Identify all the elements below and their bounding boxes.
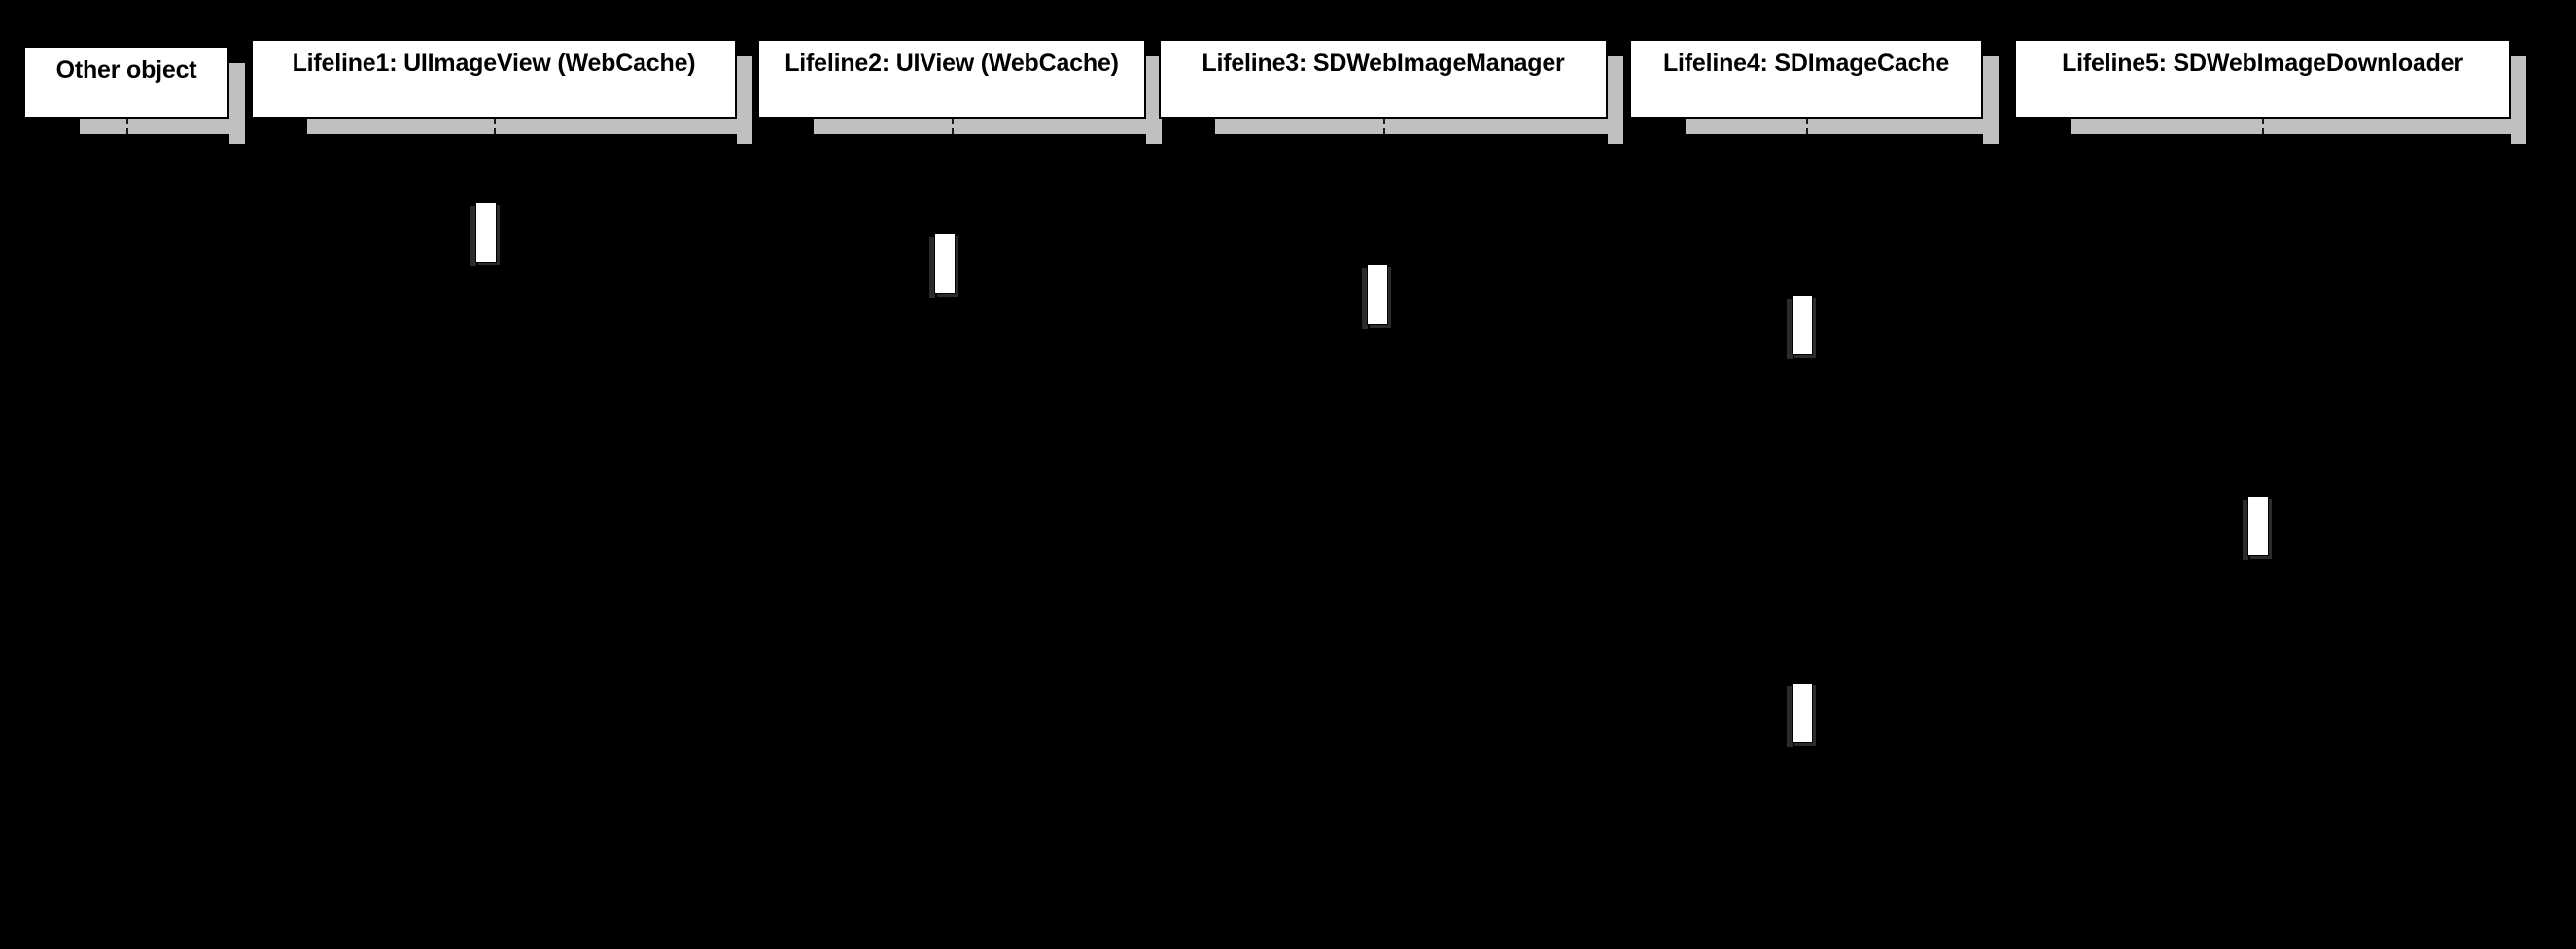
message-arrowhead-m3 [1356, 260, 1367, 271]
lifeline-stem-visible-segment [494, 119, 496, 134]
lifeline-stem [494, 134, 496, 930]
activation-left-shadow [1787, 686, 1793, 747]
lifeline-stem-visible-segment [126, 119, 128, 134]
lifeline-stem-visible-segment [1806, 119, 1808, 134]
lifeline-box-shadow-bottom [1686, 119, 1999, 134]
message-line-m4 [1383, 295, 1792, 297]
activation-bar-act-5[interactable] [2247, 496, 2269, 556]
lifeline-label: Other object [55, 56, 197, 84]
lifeline-label: Lifeline4: SDImageCache [1662, 50, 1950, 77]
activation-left-shadow [1787, 299, 1793, 359]
message-line-m7 [1383, 742, 1813, 744]
activation-bar-act-1[interactable] [475, 202, 497, 263]
activation-left-shadow [1362, 268, 1368, 329]
message-arrowhead-m1 [465, 197, 475, 209]
message-arrowhead-m6 [1813, 678, 1824, 689]
lifeline-stem [126, 134, 128, 930]
lifeline-box-shadow-bottom [80, 119, 245, 134]
activation-left-shadow [929, 237, 935, 298]
lifeline-header-lifeline3[interactable]: Lifeline3: SDWebImageManager [1159, 39, 1608, 119]
activation-left-shadow [2243, 500, 2248, 560]
message-line-m2 [494, 233, 934, 235]
lifeline-stem [1806, 134, 1808, 930]
lifeline-box-shadow-bottom [814, 119, 1162, 134]
message-arrowhead-m4 [1781, 290, 1792, 301]
lifeline-stem-visible-segment [2262, 119, 2264, 134]
lifeline-header-lifeline5[interactable]: Lifeline5: SDWebImageDownloader [2014, 39, 2511, 119]
activation-bar-act-2[interactable] [934, 233, 956, 294]
message-line-m3 [952, 264, 1367, 266]
activation-left-shadow [470, 206, 476, 266]
lifeline-box-shadow-bottom [307, 119, 752, 134]
message-line-m6 [1813, 683, 2262, 685]
lifeline-header-other[interactable]: Other object [23, 46, 229, 119]
message-arrowhead-m7 [1383, 737, 1394, 749]
lifeline-box-shadow-bottom [2071, 119, 2526, 134]
activation-bar-act-6[interactable] [1792, 683, 1813, 743]
activation-bar-act-4[interactable] [1792, 295, 1813, 355]
lifeline-label: Lifeline2: UIView (WebCache) [784, 50, 1119, 77]
lifeline-header-lifeline1[interactable]: Lifeline1: UIImageView (WebCache) [251, 39, 737, 119]
lifeline-box-shadow-bottom [1215, 119, 1623, 134]
lifeline-header-lifeline2[interactable]: Lifeline2: UIView (WebCache) [757, 39, 1146, 119]
lifeline-label: Lifeline1: UIImageView (WebCache) [292, 50, 696, 77]
lifeline-label: Lifeline3: SDWebImageManager [1201, 50, 1565, 77]
message-line-m1 [126, 202, 475, 204]
lifeline-stem [952, 134, 954, 930]
message-arrowhead-m5 [2237, 491, 2247, 503]
activation-bar-act-3[interactable] [1367, 264, 1388, 325]
message-arrowhead-m2 [923, 228, 934, 240]
lifeline-stem [1383, 134, 1385, 930]
lifeline-stem-visible-segment [1383, 119, 1385, 134]
message-line-m5 [1806, 496, 2247, 498]
lifeline-stem-visible-segment [952, 119, 954, 134]
lifeline-label: Lifeline5: SDWebImageDownloader [2062, 50, 2463, 77]
lifeline-header-lifeline4[interactable]: Lifeline4: SDImageCache [1629, 39, 1983, 119]
